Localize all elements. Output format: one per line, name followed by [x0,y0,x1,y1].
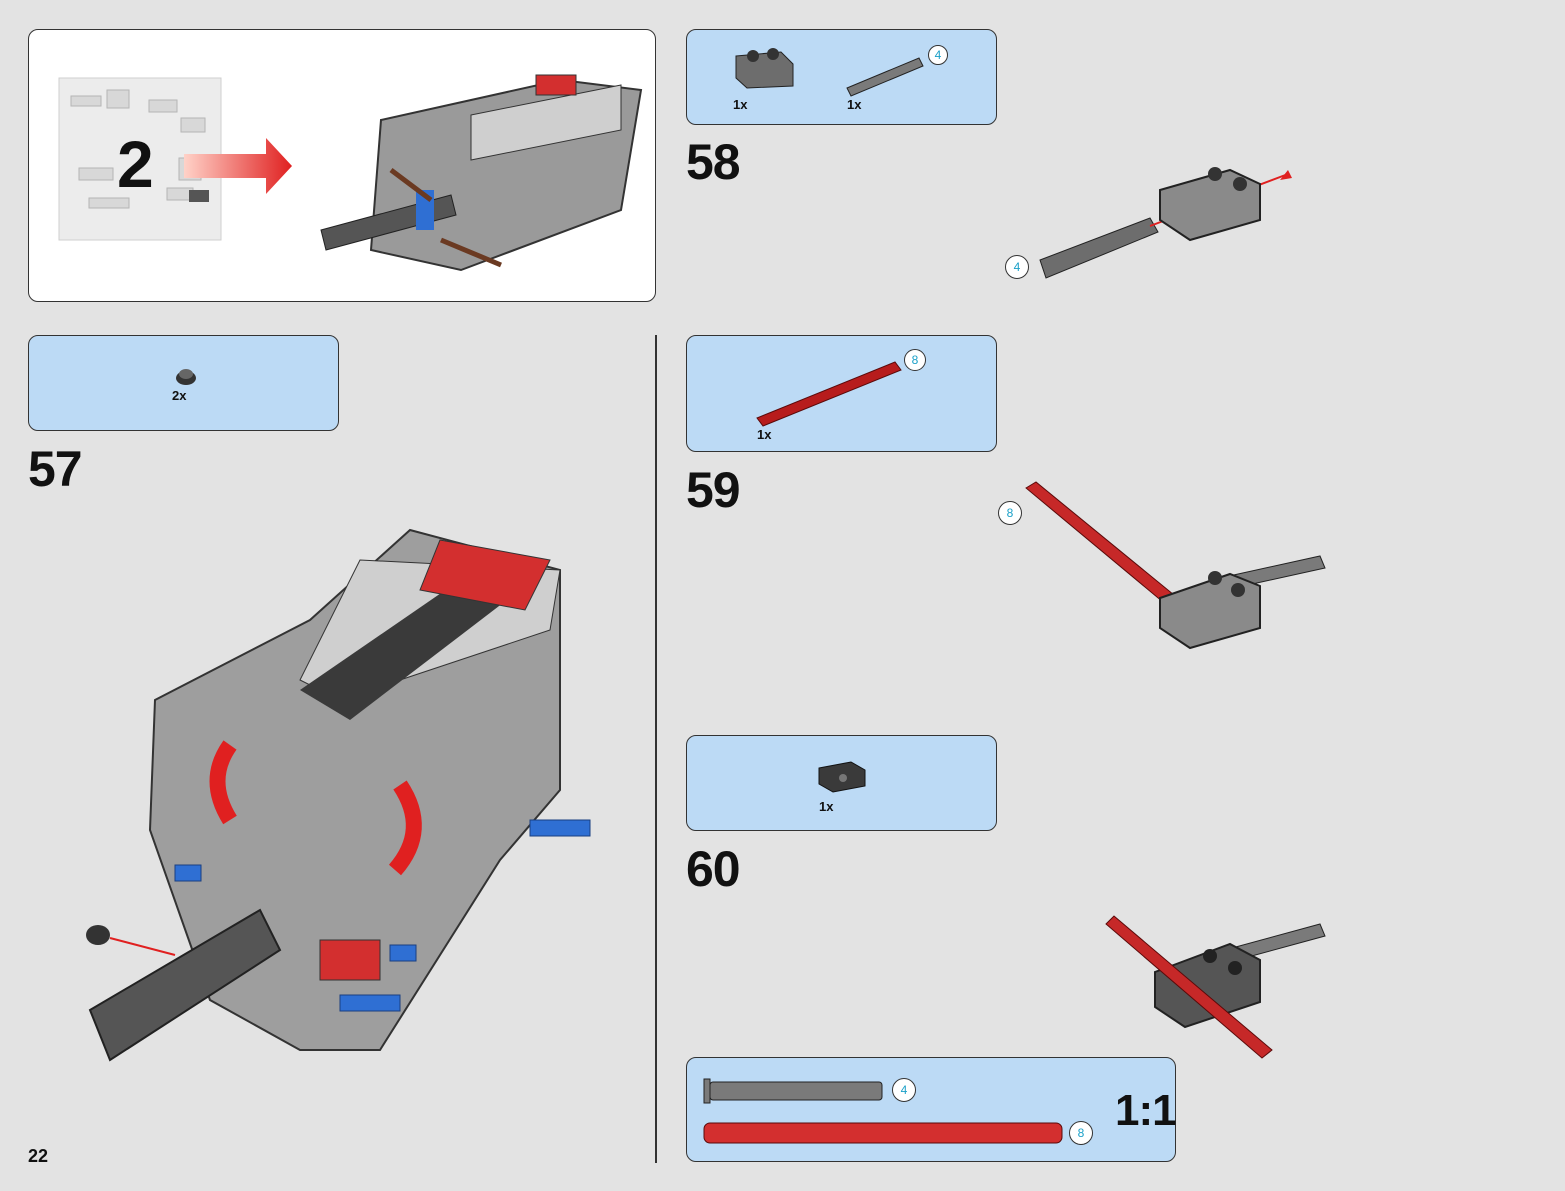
axle-icon [846,57,924,97]
parts-box-step-58: 1x 1x 4 [686,29,997,125]
step-60-assembly-image [1105,915,1326,1059]
parts-box-step-57: 2x [28,335,339,431]
length-badge: 4 [892,1078,916,1102]
length-badge: 4 [928,45,948,65]
length-badge: 4 [1005,255,1029,279]
step-59-assembly-image [1025,481,1326,650]
parts-box-step-59: 1x 8 [686,335,997,452]
step-number: 60 [686,841,741,897]
model-preview-image [320,74,643,272]
scale-bar-axle-4 [703,1078,883,1104]
bag-number: 2 [117,127,154,201]
parts-box-step-60: 1x [686,735,997,831]
scale-label: 1:1 [1115,1086,1177,1135]
page-number: 22 [28,1146,49,1166]
qty-label: 1x [819,799,834,814]
qty-label: 1x [757,427,772,442]
axle-connector-icon [735,48,794,89]
technic-brick-icon [818,761,866,793]
bag-panel: 2 [28,29,656,302]
scale-bar-axle-8 [703,1122,1063,1144]
qty-label: 2x [172,388,187,403]
red-arrow-icon [184,138,292,194]
divider [655,335,657,1163]
step-58-assembly-image [1039,167,1292,279]
length-badge: 8 [998,501,1022,525]
length-badge: 8 [1069,1121,1093,1145]
step-57-assembly-image [86,528,591,1062]
qty-label: 1x [733,97,748,112]
scale-guide: 4 8 1:1 [686,1057,1177,1162]
length-badge: 8 [904,349,926,371]
qty-label: 1x [847,97,862,112]
step-number: 57 [28,441,83,497]
step-number: 58 [686,134,741,190]
red-axle-icon [756,361,902,427]
pin-connector-icon [176,369,196,385]
step-number: 59 [686,462,741,518]
